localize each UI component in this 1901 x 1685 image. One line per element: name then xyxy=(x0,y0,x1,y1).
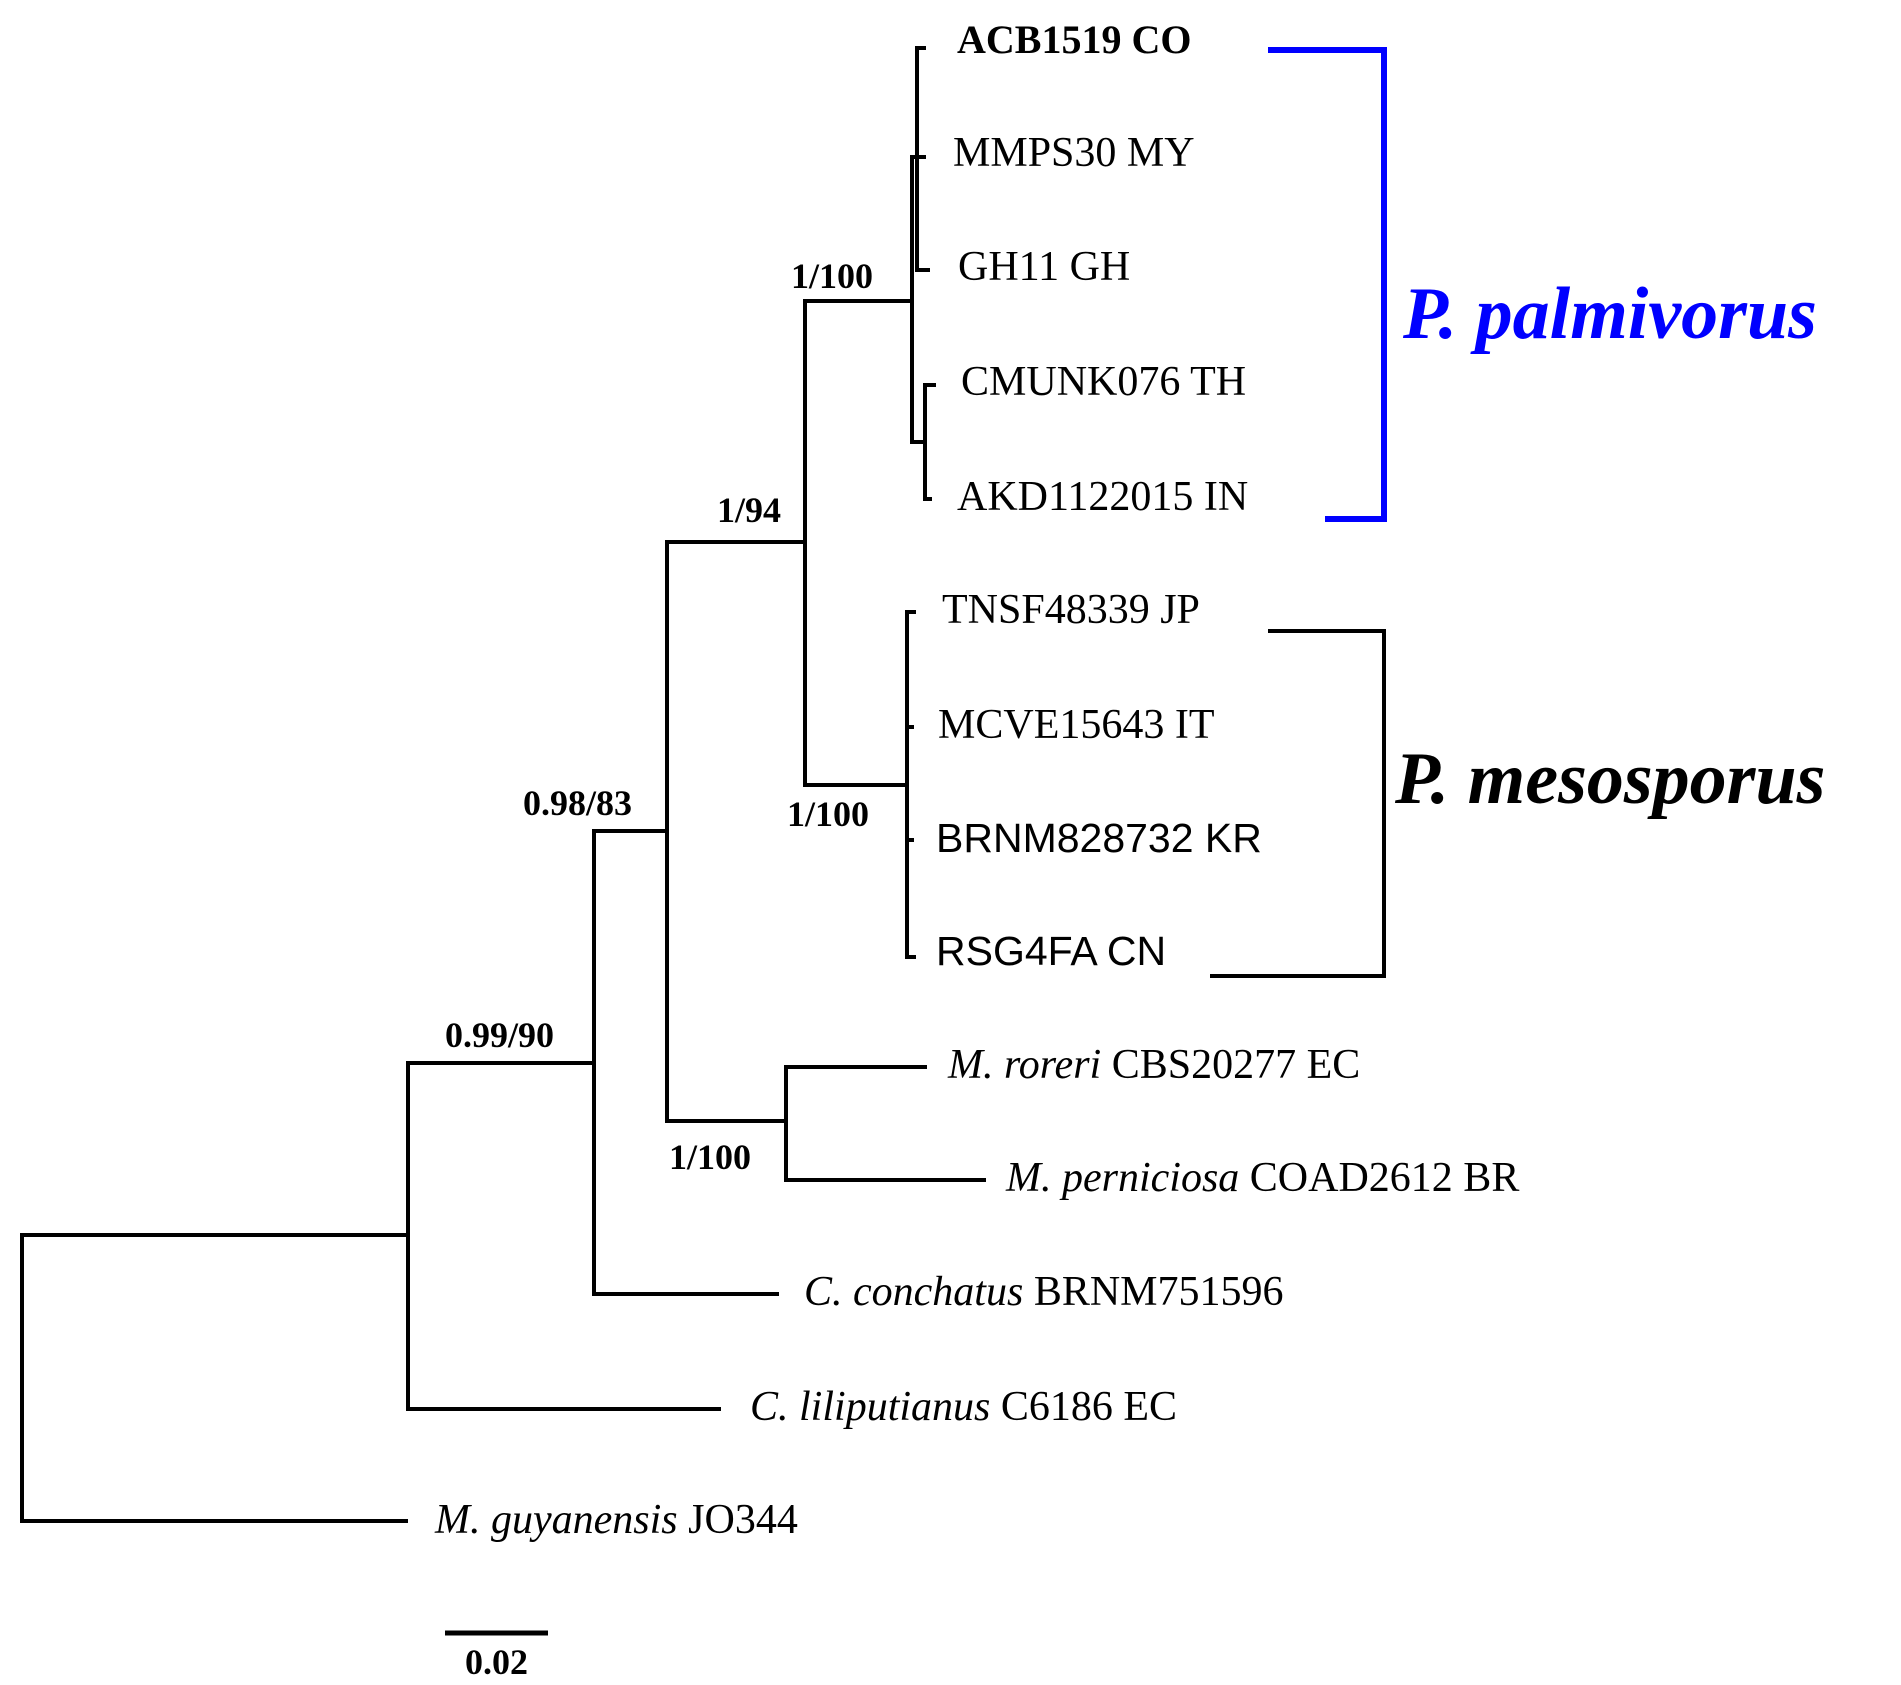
clade-bracket-mesosporus: P. mesosporus xyxy=(1210,629,1825,978)
taxon-label: ACB1519 CO xyxy=(957,17,1191,62)
taxon-label: CMUNK076 TH xyxy=(961,359,1246,405)
taxon-label: AKD1122015 IN xyxy=(957,474,1248,520)
taxon-label: M. perniciosa COAD2612 BR xyxy=(1005,1155,1519,1201)
support-value: 0.99/90 xyxy=(445,1015,554,1055)
taxon-label: TNSF48339 JP xyxy=(942,587,1200,633)
taxon-label: C. liliputianus C6186 EC xyxy=(750,1384,1177,1430)
scale-bar: 0.02 xyxy=(445,1630,548,1682)
taxon-label: GH11 GH xyxy=(958,244,1130,290)
taxon-label: BRNM828732 KR xyxy=(936,815,1262,861)
clade-label-palmivorus: P. palmivorus xyxy=(1402,273,1817,355)
taxon-label: M. roreri CBS20277 EC xyxy=(947,1042,1360,1088)
support-values: 1/100 1/94 1/100 0.98/83 0.99/90 1/100 xyxy=(445,256,873,1177)
taxon-label: M. guyanensis JO344 xyxy=(434,1497,798,1543)
taxon-label: RSG4FA CN xyxy=(936,928,1166,974)
support-value: 1/100 xyxy=(787,794,869,834)
support-value: 1/94 xyxy=(717,490,781,530)
scale-bar-label: 0.02 xyxy=(465,1642,528,1682)
support-value: 1/100 xyxy=(669,1137,751,1177)
taxon-label: MMPS30 MY xyxy=(953,130,1195,176)
clade-bracket-palmivorus: P. palmivorus xyxy=(1268,47,1817,522)
support-value: 1/100 xyxy=(791,256,873,296)
clade-label-mesosporus: P. mesosporus xyxy=(1394,738,1825,820)
taxon-label: C. conchatus BRNM751596 xyxy=(804,1269,1284,1315)
tree-branches xyxy=(20,46,986,1523)
taxon-label: MCVE15643 IT xyxy=(938,702,1215,748)
tip-labels: ACB1519 CO MMPS30 MY GH11 GH CMUNK076 TH… xyxy=(434,17,1519,1543)
support-value: 0.98/83 xyxy=(523,783,632,823)
